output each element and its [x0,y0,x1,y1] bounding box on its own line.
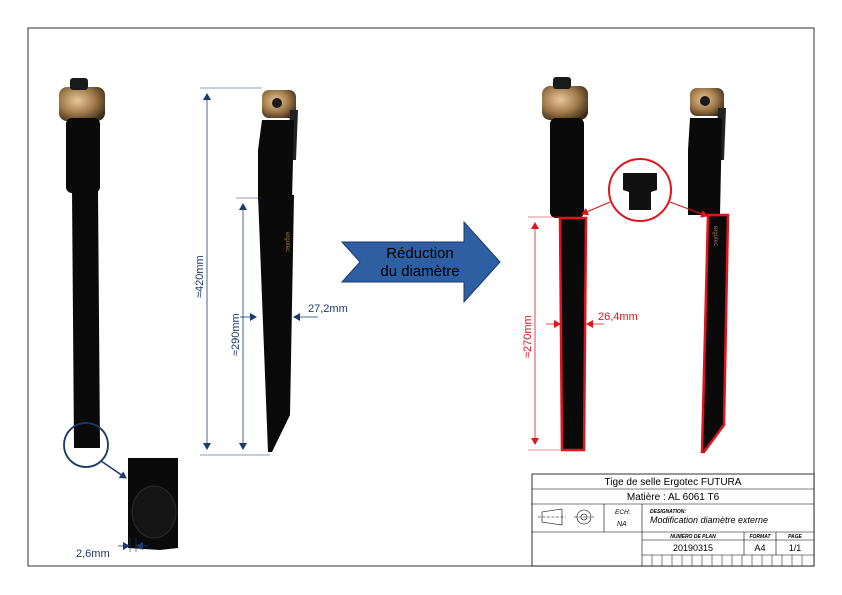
title-text: Tige de selle Ergotec FUTURA [605,477,742,488]
detail-zoom-view [128,458,178,550]
wall-thickness-label: 2,6mm [76,548,110,560]
plan-number-value: 20190315 [673,543,713,553]
arrow-line2: du diamètre [380,263,459,280]
seatpost-side-view: ergotec [258,90,298,452]
detail-circle [63,422,109,468]
sleeve-leader-left [581,201,611,216]
title-block: Tige de selle Ergotec FUTURA Matière : A… [531,473,815,567]
scale-label: ECH: [615,509,631,516]
svg-text:ergotec: ergotec [712,226,718,246]
format-value: A4 [754,543,765,553]
diameter-new-label: 26,4mm [598,311,638,323]
detail-leader [100,460,127,479]
plan-number-label: NUMERO DE PLAN [670,534,716,540]
new-insert-length-label: ≈270mm [522,315,534,358]
diameter-original-label: 27,2mm [308,303,348,315]
drawing-frame [27,27,815,567]
seatpost-modified-side-view: ergotec [688,88,730,454]
total-length-dimension: ≈420mm [194,87,270,456]
projection-symbol-icon [538,508,594,526]
sleeve-icon [623,173,657,210]
new-insert-length-dimension: ≈270mm [522,216,560,451]
seatpost-front-view [59,78,105,448]
insert-length-dimension: ≈290mm [230,197,262,450]
arrow-line1: Réduction [386,245,454,262]
material-text: Matière : AL 6061 T6 [627,492,720,503]
scale-value: NA [617,521,627,528]
svg-text:ergotec: ergotec [284,232,290,252]
page-label: PAGE [788,534,802,540]
format-label: FORMAT [749,534,771,540]
designation-value: Modification diamètre externe [650,515,768,525]
diameter-original-dimension: 27,2mm [240,303,348,321]
reduction-arrow: Réduction du diamètre [340,220,501,304]
seatpost-modified-front-view [542,77,588,452]
wall-thickness-dimension: 2,6mm [76,538,148,560]
diameter-new-dimension: 26,4mm [546,311,638,328]
total-length-label: ≈420mm [194,255,206,298]
insert-length-label: ≈290mm [230,313,242,356]
designation-label: DESIGNATION: [650,509,686,515]
sleeve-leader-right [669,201,708,218]
page-value: 1/1 [789,543,802,553]
